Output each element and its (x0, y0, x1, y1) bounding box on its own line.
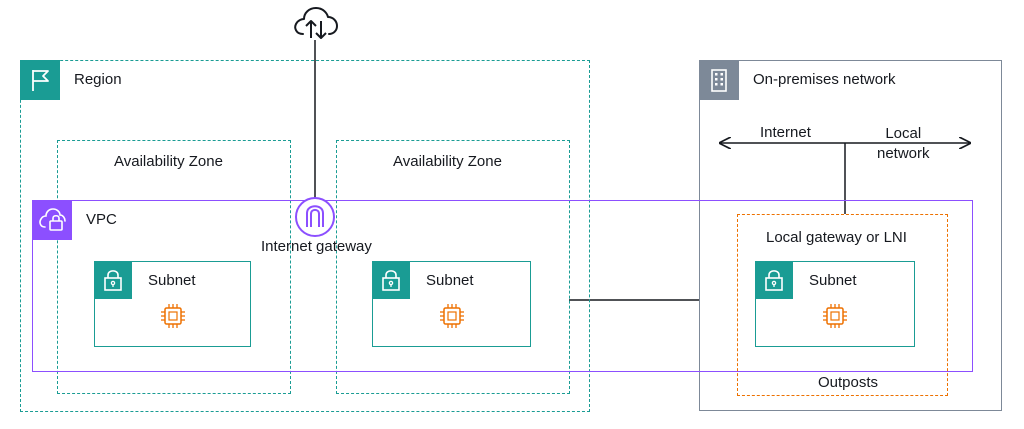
lock-icon (94, 261, 132, 299)
cloud-lock-icon (32, 200, 72, 240)
flag-icon (20, 60, 60, 100)
availability-zone-1-label: Availability Zone (114, 153, 223, 170)
internet-label: Internet (760, 124, 811, 141)
cloud-upload-download-icon (292, 4, 340, 42)
region-container (20, 60, 590, 412)
chip-icon (821, 302, 849, 330)
building-icon (699, 60, 739, 100)
lock-icon (755, 261, 793, 299)
region-label: Region (74, 71, 122, 88)
chip-icon (159, 302, 187, 330)
subnet-2 (372, 261, 531, 347)
availability-zone-1 (57, 140, 291, 394)
subnet-3-label: Subnet (809, 272, 857, 289)
local-network-label: Local network (877, 125, 930, 162)
vpc-container (32, 200, 973, 372)
subnet-1-label: Subnet (148, 272, 196, 289)
internet-gateway-label: Internet gateway (261, 238, 372, 255)
subnet-2-label: Subnet (426, 272, 474, 289)
lock-icon (372, 261, 410, 299)
on-premises-network-label: On-premises network (753, 71, 896, 88)
internet-gateway-icon (294, 196, 336, 238)
on-premises-network-container (699, 60, 1002, 411)
subnet-1 (94, 261, 251, 347)
local-gateway-label: Local gateway or LNI (766, 229, 907, 246)
vpc-label: VPC (86, 211, 117, 228)
availability-zone-2 (336, 140, 570, 394)
chip-icon (438, 302, 466, 330)
outposts-label: Outposts (818, 374, 879, 391)
subnet-3 (755, 261, 915, 347)
outposts-container (737, 214, 948, 396)
availability-zone-2-label: Availability Zone (393, 153, 502, 170)
